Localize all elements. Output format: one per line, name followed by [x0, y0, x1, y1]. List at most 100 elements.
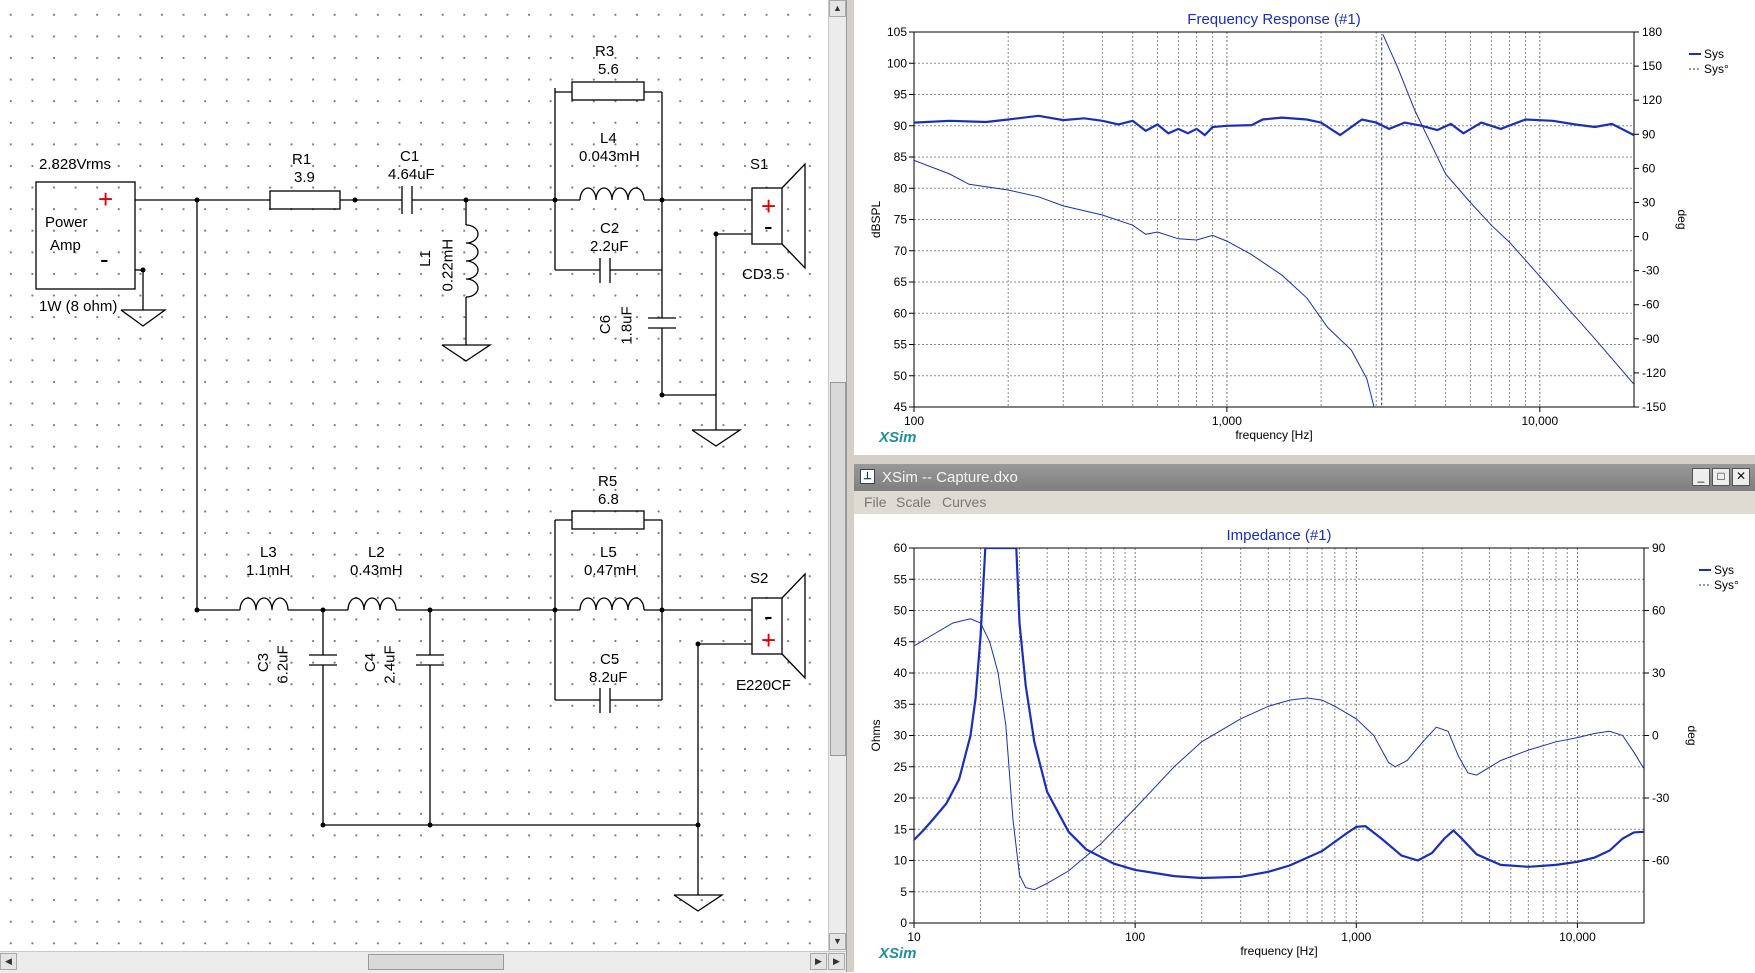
- imp-x-axis-label: frequency [Hz]: [1240, 944, 1317, 958]
- pane-divider[interactable]: [846, 0, 855, 972]
- imp-xtick-label: 10,000: [1559, 930, 1596, 944]
- fr-series-path: [914, 159, 1375, 407]
- imp-series-path: [914, 548, 1644, 880]
- fr-ytick-label: 75: [894, 213, 908, 227]
- impedance-window-titlebar[interactable]: ⊥ XSim -- Capture.dxo _ □ ✕: [854, 464, 1755, 491]
- c4-ref: C4: [362, 652, 380, 673]
- schematic-canvas[interactable]: 2.828Vrms Power Amp 1W (8 ohm) + - R1 3.…: [0, 0, 828, 951]
- fr-y2tick-label: -30: [1642, 264, 1660, 278]
- horizontal-scroll-thumb[interactable]: [368, 954, 504, 970]
- c2-value: 2.2uF: [590, 238, 629, 255]
- amp-plus-icon: +: [98, 184, 114, 214]
- menu-scale[interactable]: Scale: [896, 494, 932, 510]
- fr-chart-title: Frequency Response (#1): [1187, 11, 1360, 28]
- fr-y-axis-label: dBSPL: [869, 200, 883, 238]
- fr-ytick-label: 100: [887, 56, 907, 70]
- fr-y2tick-label: -150: [1642, 400, 1666, 414]
- schematic-drawing: [35, 81, 806, 912]
- imp-chart-title: Impedance (#1): [1226, 527, 1331, 544]
- scroll-left-icon[interactable]: ◀: [0, 953, 17, 970]
- fr-ytick-label: 85: [894, 150, 908, 164]
- close-button[interactable]: ✕: [1732, 468, 1750, 486]
- fr-series-magnitude: [914, 114, 1634, 137]
- scroll-right-end-icon[interactable]: ▶: [828, 953, 845, 970]
- c5-ref: C5: [600, 651, 620, 668]
- c1-value: 4.64uF: [388, 166, 435, 183]
- l1-value: 0.22mH: [439, 238, 457, 292]
- fr-y2tick-label: -90: [1642, 332, 1660, 346]
- fr-xsim-watermark: XSim: [878, 429, 917, 446]
- fr-y2tick-label: 180: [1642, 25, 1662, 39]
- schematic-vertical-scrollbar[interactable]: ▲ ▼: [828, 0, 847, 951]
- c4-value: 2.4uF: [381, 645, 399, 684]
- imp-ytick-label: 40: [894, 666, 908, 680]
- imp-ytick-label: 25: [894, 760, 908, 774]
- l5-value: 0.47mH: [584, 562, 637, 579]
- fr-legend-label: Sys°: [1704, 62, 1729, 76]
- l5-ref: L5: [600, 544, 617, 561]
- c6-value: 1.8uF: [618, 306, 636, 345]
- menu-curves[interactable]: Curves: [942, 494, 987, 510]
- c3-value: 6.2uF: [274, 645, 292, 684]
- fr-ytick-label: 105: [887, 25, 907, 39]
- fr-y2tick-label: -120: [1642, 366, 1666, 380]
- c3-ref: C3: [255, 652, 273, 673]
- power-amp-box: [35, 181, 136, 290]
- r5-ref: R5: [598, 473, 618, 490]
- fr-grid: [913, 31, 1635, 408]
- imp-legend-label: Sys°: [1714, 578, 1739, 592]
- l3-value: 1.1mH: [246, 562, 291, 579]
- fr-ytick-label: 80: [894, 181, 908, 195]
- l3-ref: L3: [260, 544, 277, 561]
- s1-ref: S1: [750, 156, 769, 173]
- imp-y2-axis-label: deg: [1685, 725, 1699, 745]
- r3-resistor: [571, 81, 645, 101]
- l4-value: 0.043mH: [579, 148, 640, 165]
- amp-power-label: 1W (8 ohm): [39, 298, 118, 315]
- scroll-up-icon[interactable]: ▲: [829, 0, 846, 17]
- c5-value: 8.2uF: [589, 669, 628, 686]
- l4-ref: L4: [600, 130, 617, 147]
- s2-model: E220CF: [736, 677, 792, 694]
- vertical-scroll-thumb[interactable]: [830, 382, 846, 756]
- imp-xtick-label: 10: [907, 930, 921, 944]
- imp-series-phase: [914, 618, 1644, 891]
- imp-xsim-watermark: XSim: [878, 945, 917, 962]
- amp-label-line2: Amp: [50, 237, 81, 254]
- r3-value: 5.6: [598, 61, 619, 78]
- l2-value: 0.43mH: [350, 562, 403, 579]
- scroll-right-icon[interactable]: ▶: [810, 953, 827, 970]
- amp-label-line1: Power: [45, 214, 88, 231]
- scroll-down-icon[interactable]: ▼: [829, 933, 846, 950]
- minimize-button[interactable]: _: [1692, 468, 1710, 486]
- r1-resistor: [269, 190, 341, 210]
- c1-ref: C1: [400, 148, 420, 165]
- s2-minus-icon: -: [764, 601, 773, 631]
- fr-series-path: [1382, 34, 1634, 385]
- l2-ref: L2: [368, 544, 385, 561]
- fr-ytick-label: 95: [894, 88, 908, 102]
- amp-minus-icon: -: [100, 244, 109, 274]
- fr-ytick-label: 90: [894, 119, 908, 133]
- menu-file[interactable]: File: [864, 494, 887, 510]
- fr-y2tick-label: -60: [1642, 298, 1660, 312]
- fr-y2tick-label: 0: [1642, 230, 1649, 244]
- window-title: XSim -- Capture.dxo: [882, 469, 1018, 486]
- fr-ytick-label: 60: [894, 306, 908, 320]
- schematic-horizontal-scrollbar[interactable]: ◀ ▶ ▶: [0, 951, 846, 973]
- imp-y2tick-label: -60: [1652, 854, 1670, 868]
- imp-ytick-label: 5: [900, 885, 907, 899]
- fr-series-path: [914, 114, 1634, 137]
- s1-speaker: [751, 187, 783, 245]
- s1-plus-icon: +: [761, 191, 777, 221]
- fr-xtick-label: 1,000: [1212, 414, 1242, 428]
- r1-ref: R1: [292, 151, 312, 168]
- imp-ytick-label: 15: [894, 822, 908, 836]
- fr-y2-axis-label: deg: [1675, 209, 1689, 229]
- s1-model: CD3.5: [742, 266, 785, 283]
- maximize-button[interactable]: □: [1712, 468, 1730, 486]
- imp-y2tick-label: -30: [1652, 791, 1670, 805]
